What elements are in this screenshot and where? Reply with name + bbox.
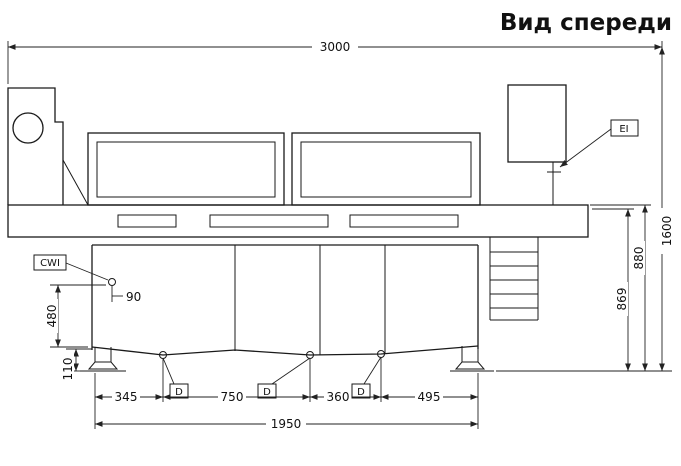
- guard-frame-right: [291, 132, 481, 206]
- dim-869-label: 869: [615, 282, 629, 316]
- drain-leader-2: [271, 357, 311, 385]
- drain-leader-1: [162, 357, 175, 385]
- guard-frame-left-inner: [96, 141, 276, 198]
- machine-outline: [7, 84, 589, 372]
- dim-1950-text: 1950: [271, 417, 302, 431]
- drain-label-1: D: [175, 387, 183, 398]
- dim-480-text: 480: [45, 305, 59, 328]
- top-right-box: [507, 84, 567, 163]
- ei-label-box: [610, 119, 639, 137]
- dimension-lines: 3000 1600 880 869 480: [7, 40, 674, 431]
- hood-circle: [12, 112, 44, 144]
- dim-880-text: 880: [632, 247, 646, 270]
- dim-1600-text: 1600: [660, 216, 674, 247]
- dim-750-text: 750: [221, 390, 244, 404]
- dim-480-label: 480: [45, 299, 59, 333]
- dim-345-text: 345: [115, 390, 138, 404]
- tank-bottom: [91, 345, 479, 356]
- foot-left-legs: [94, 347, 112, 362]
- machine-hood: [7, 87, 64, 205]
- dim-110-label: 110: [61, 354, 75, 384]
- guard-frame-left: [87, 132, 285, 206]
- dim-360-text: 360: [327, 390, 350, 404]
- hood-brace: [62, 159, 89, 206]
- cwi-label: CWI: [40, 258, 60, 269]
- dim-3000-bg: [312, 40, 358, 54]
- bed-slot-1: [117, 214, 177, 228]
- drain-label-box-3: [351, 383, 371, 399]
- ei-label: EI: [619, 124, 628, 135]
- drain-label-3: D: [357, 387, 365, 398]
- dim-495-text: 495: [418, 390, 441, 404]
- dim-3000-text: 3000: [320, 40, 351, 54]
- drain-label-2: D: [263, 387, 271, 398]
- callouts: CWI EI D D D: [33, 119, 639, 399]
- foot-left: [87, 361, 119, 370]
- guard-frame-right-inner: [300, 141, 472, 198]
- bed-slot-2: [209, 214, 329, 228]
- ladder: [489, 237, 539, 321]
- ei-leader: [559, 128, 612, 168]
- drain-label-box-2: [257, 383, 277, 399]
- cwi-point: [108, 278, 116, 286]
- bed-slot-3: [349, 214, 459, 228]
- foot-right: [454, 361, 486, 370]
- cwi-label-box: [33, 254, 67, 271]
- cwi-leader: [65, 262, 109, 281]
- drawing-title: Вид спереди: [500, 10, 672, 36]
- foot-right-legs: [461, 346, 479, 362]
- drain-label-box-1: [169, 383, 189, 399]
- dim-880-label: 880: [632, 241, 646, 275]
- dim-869-text: 869: [615, 288, 629, 311]
- dim-90-text: 90: [126, 290, 141, 304]
- drain-leader-3: [363, 356, 382, 385]
- dim-1600-label: 1600: [660, 208, 674, 254]
- dim-110-text: 110: [61, 358, 75, 381]
- feet: [80, 346, 494, 372]
